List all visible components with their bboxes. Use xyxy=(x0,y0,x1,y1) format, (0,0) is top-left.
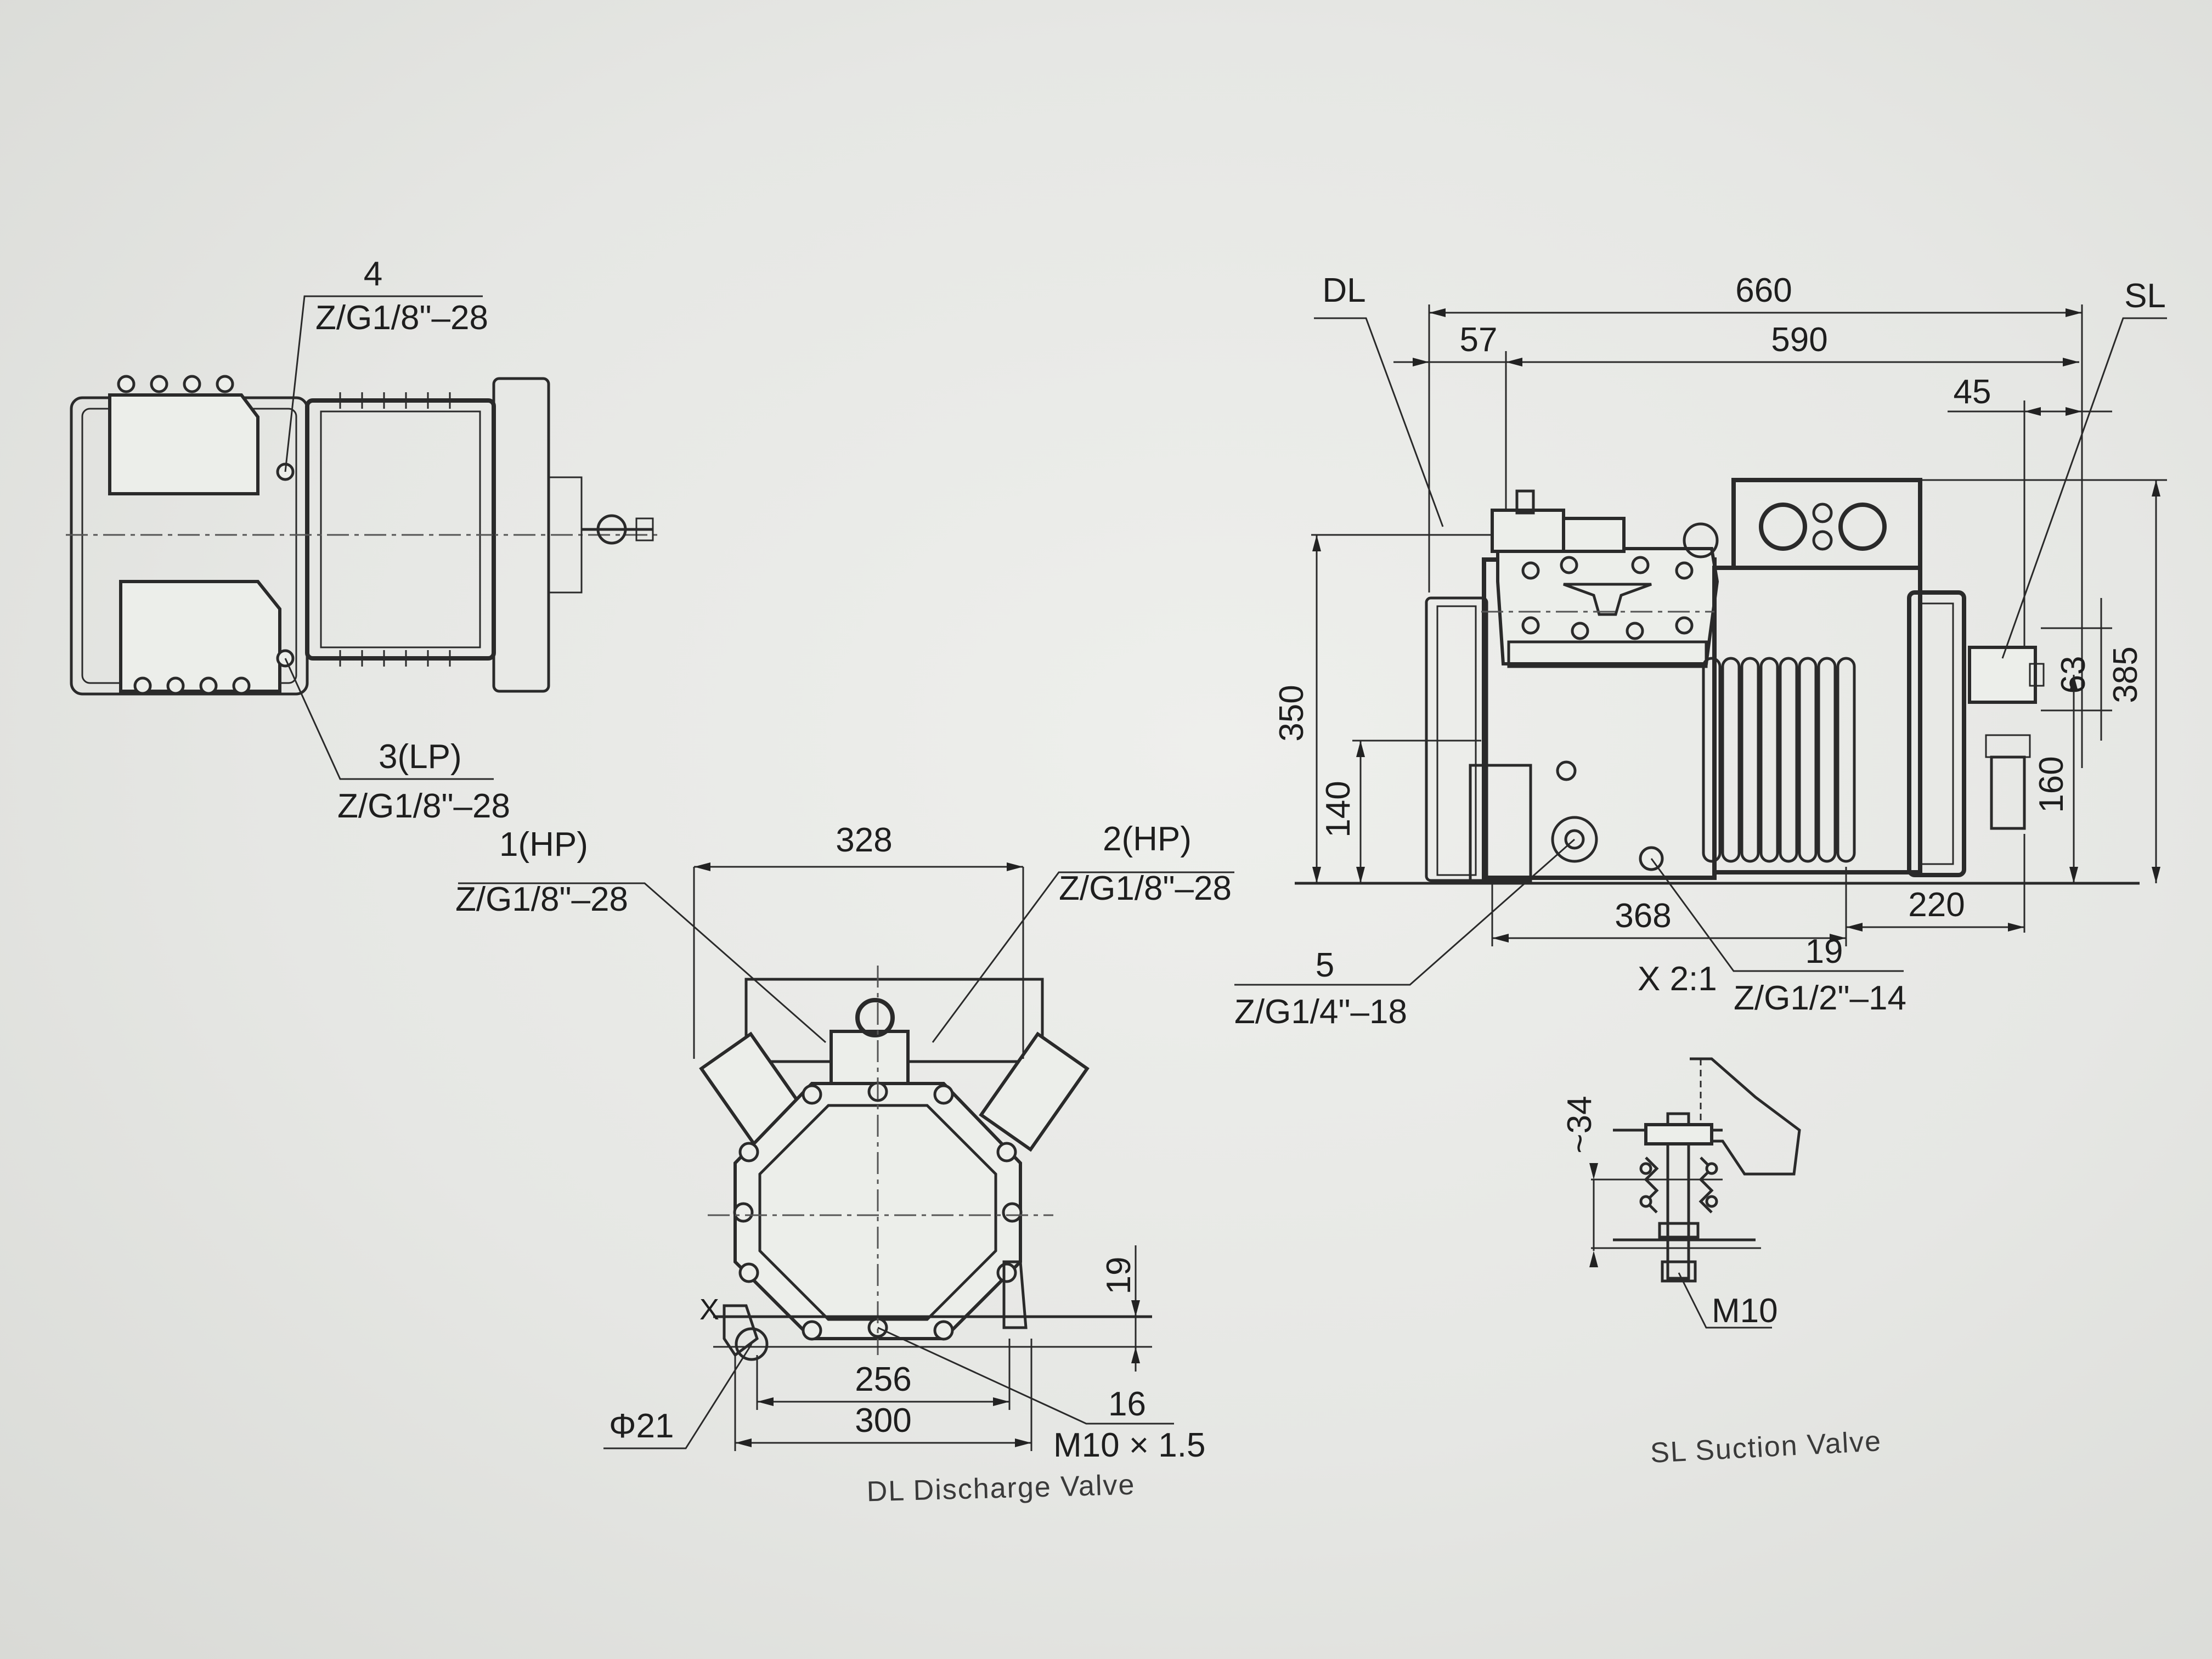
hole-diameter: Φ21 xyxy=(609,1407,674,1445)
port5-thread: Z/G1/4"–18 xyxy=(1234,993,1407,1031)
port4-thread: Z/G1/8"–28 xyxy=(315,299,488,337)
port3-number: 3(LP) xyxy=(379,738,462,776)
dim-16: 16 xyxy=(1108,1385,1146,1423)
port2-thread: Z/G1/8"–28 xyxy=(1059,870,1232,907)
dim-45: 45 xyxy=(1954,373,1991,411)
dim-width-328: 328 xyxy=(836,821,892,859)
dim-368: 368 xyxy=(1615,897,1671,935)
side-head-bolts xyxy=(1521,556,1694,640)
detail-spring xyxy=(1639,1156,1718,1214)
port4-number: 4 xyxy=(364,255,382,293)
dim-660: 660 xyxy=(1735,272,1792,309)
port2-number: 2(HP) xyxy=(1103,820,1192,858)
top-view-bolts xyxy=(117,375,295,695)
dl-label: DL xyxy=(1322,272,1365,309)
dim-220: 220 xyxy=(1908,886,1965,924)
flange-bolts xyxy=(733,1081,1023,1341)
dim-34: ~34 xyxy=(1561,1096,1599,1153)
dim-385: 385 xyxy=(2107,646,2145,703)
motor-fins xyxy=(1702,657,1856,863)
dim-350: 350 xyxy=(1273,685,1311,741)
port1-thread: Z/G1/8"–28 xyxy=(455,881,628,918)
dim-160: 160 xyxy=(2033,756,2070,812)
port3-thread: Z/G1/8"–28 xyxy=(337,787,510,825)
detail-view: ~34 M10 SL Suction Valve xyxy=(1561,1057,1883,1469)
dim-300: 300 xyxy=(855,1402,911,1440)
side-view: 660 590 57 45 DL SL 350 140 xyxy=(1234,272,2167,1031)
sl-label: SL xyxy=(2124,277,2166,315)
detail-marker-x: X xyxy=(699,1293,719,1326)
top-view-fins xyxy=(339,392,451,667)
discharge-valve-caption: DL Discharge Valve xyxy=(866,1469,1136,1508)
dim-19-side: 19 xyxy=(1805,933,1843,970)
port1-number: 1(HP) xyxy=(499,826,588,864)
detail-bolt-label: M10 xyxy=(1712,1292,1778,1330)
dim-256: 256 xyxy=(855,1361,911,1398)
scale-label: X 2:1 xyxy=(1638,960,1717,998)
suction-valve-caption: SL Suction Valve xyxy=(1650,1425,1883,1469)
dim-19-front: 19 xyxy=(1100,1257,1138,1295)
dim-140: 140 xyxy=(1319,781,1357,837)
front-view: 328 1(HP) Z/G1/8"–28 2(HP) Z/G1/8"–28 19… xyxy=(455,820,1234,1508)
port5-number: 5 xyxy=(1316,946,1334,984)
top-view: 4 Z/G1/8"–28 3(LP) Z/G1/8"–28 xyxy=(66,255,658,825)
bolt-thread-m10: M10 × 1.5 xyxy=(1053,1426,1205,1464)
dim-57: 57 xyxy=(1460,321,1498,359)
dim-590: 590 xyxy=(1771,321,1827,359)
port19-thread: Z/G1/2"–14 xyxy=(1734,979,1906,1017)
